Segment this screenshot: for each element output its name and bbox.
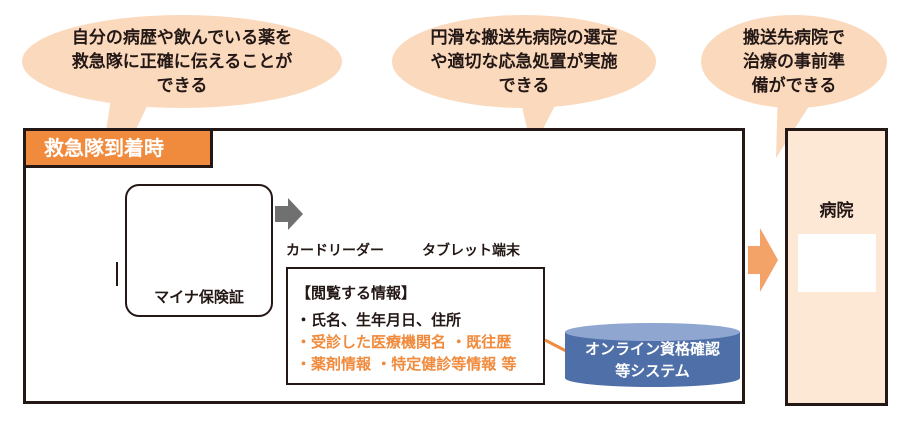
benefit-bubble-patient: 自分の病歴や飲んでいる薬を 救急隊に正確に伝えることが できる bbox=[22, 15, 342, 108]
ambulance-arrival-tag: 救急隊到着時 bbox=[23, 128, 213, 168]
hospital-screen bbox=[798, 234, 876, 292]
my-number-insurance-card-label: マイナ保険証 bbox=[154, 288, 244, 306]
card-reader-label: カードリーダー bbox=[286, 243, 384, 259]
viewable-info-heading: 【閲覧する情報】 bbox=[296, 284, 417, 302]
tablet-label: タブレット端末 bbox=[422, 243, 520, 259]
benefit-bubble-patient-text: 自分の病歴や飲んでいる薬を 救急隊に正確に伝えることが できる bbox=[71, 27, 293, 96]
viewable-info-line-basic: ・氏名、生年月日、住所 bbox=[296, 311, 462, 329]
hospital-label: 病院 bbox=[819, 201, 854, 221]
online-qualification-system-label: オンライン資格確認 等システム bbox=[584, 340, 720, 380]
info-to-system-connector bbox=[544, 338, 569, 354]
card-to-reader-arrow-icon bbox=[275, 198, 303, 230]
viewable-info-line-medical: ・受診した医療機関名 ・既往歴 bbox=[296, 333, 512, 351]
viewable-info-box bbox=[286, 267, 545, 385]
my-number-insurance-card bbox=[125, 184, 273, 317]
card-reader-slot bbox=[116, 262, 118, 286]
benefit-bubble-ambulance-text: 円滑な搬送先病院の選定 や適切な応急処置が実施 できる bbox=[430, 27, 618, 96]
benefit-bubble-ambulance: 円滑な搬送先病院の選定 や適切な応急処置が実施 できる bbox=[392, 15, 656, 108]
online-qualification-system-database-icon bbox=[565, 323, 740, 387]
benefit-bubble-hospital-text: 搬送先病院で 治療の事前準 備ができる bbox=[743, 27, 845, 96]
benefit-bubble-hospital: 搬送先病院で 治療の事前準 備ができる bbox=[701, 15, 887, 108]
viewable-info-line-drugs: ・薬剤情報 ・特定健診等情報 等 bbox=[296, 355, 517, 373]
to-hospital-arrow-icon bbox=[748, 228, 778, 292]
